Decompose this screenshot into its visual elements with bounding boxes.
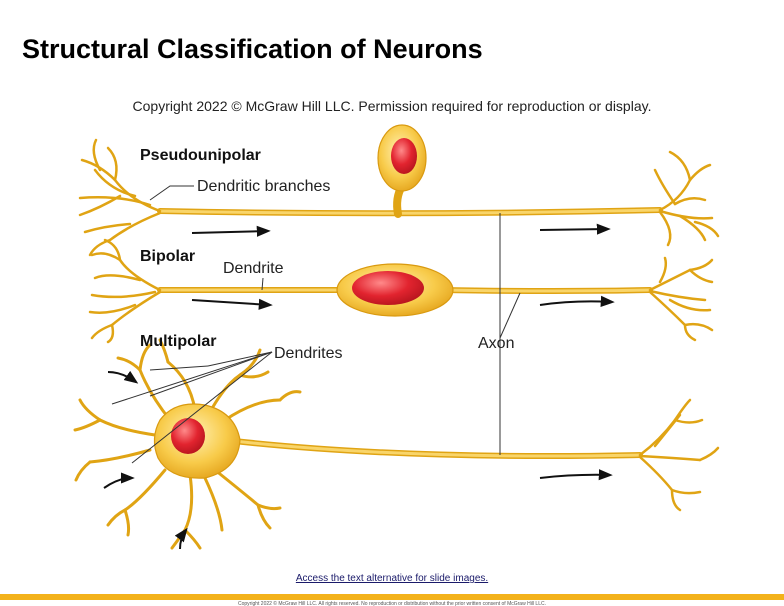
text-alternative-link[interactable]: Access the text alternative for slide im… (295, 573, 489, 584)
label-dendrites: Dendrites (274, 345, 342, 362)
label-bipolar: Bipolar (140, 248, 195, 265)
label-axon: Axon (478, 335, 514, 352)
copyright-notice: Copyright 2022 © McGraw Hill LLC. Permis… (132, 98, 652, 114)
pseudounipolar-nucleus (391, 138, 417, 174)
label-pseudounipolar: Pseudounipolar (140, 147, 261, 164)
footer-copyright: Copyright 2022 © McGraw Hill LLC. All ri… (238, 601, 546, 606)
label-dendrite: Dendrite (223, 260, 284, 277)
bipolar-neuron (88, 238, 714, 344)
leader-lines (111, 185, 521, 464)
pseudounipolar-neuron (78, 138, 720, 257)
slide-title: Structural Classification of Neurons (22, 34, 483, 64)
accent-bar (0, 594, 784, 600)
bipolar-nucleus (352, 271, 424, 305)
label-dendritic-branches: Dendritic branches (197, 178, 330, 195)
direction-arrows (103, 223, 615, 550)
label-multipolar: Multipolar (140, 333, 216, 350)
multipolar-nucleus (171, 418, 205, 454)
